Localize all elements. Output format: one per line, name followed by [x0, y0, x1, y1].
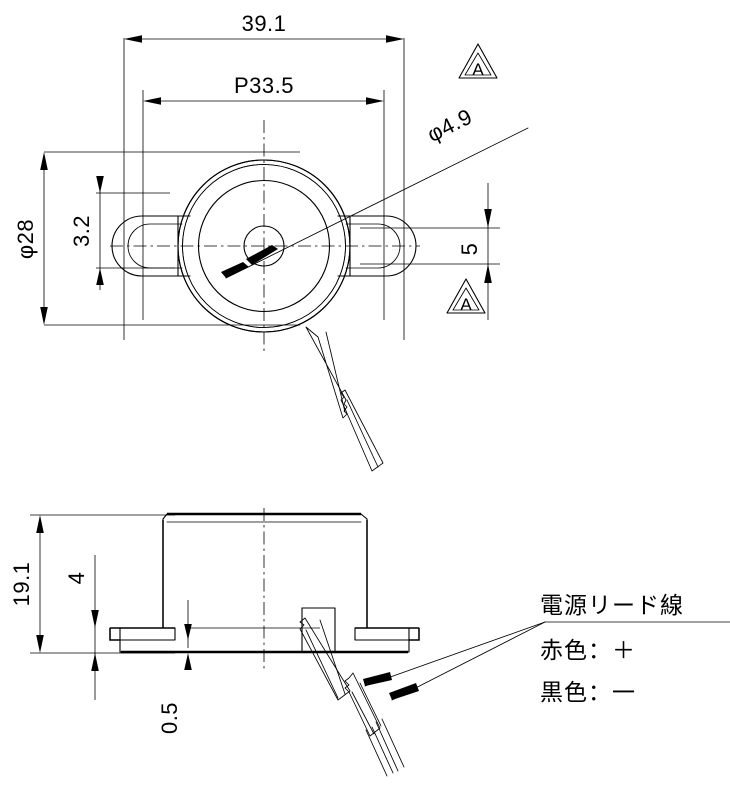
note-tolerance-mark-top: A: [458, 43, 498, 79]
buzzer-body-outline-overlay: [177, 159, 351, 333]
buzzer-body-side: [109, 512, 420, 654]
lead-wires-side-view: [299, 617, 351, 701]
dimension-slot-width: 3.2: [69, 176, 104, 285]
note-tolerance-mark-top-label: A: [472, 60, 484, 79]
dimension-mounting-pitch: P33.5: [143, 73, 384, 105]
dimension-flange-height: 4: [64, 572, 99, 671]
dimension-tab-width: 5: [457, 209, 492, 283]
dimension-overall-height-label: 19.1: [9, 562, 34, 607]
side-view: 19.1 4 0.5: [9, 508, 730, 777]
lead-wires-top-view: [305, 326, 384, 472]
top-view: 39.1 P33.5 φ28 3.2 5: [13, 11, 529, 472]
dimension-overall-width: 39.1: [124, 11, 404, 43]
dimension-flange-thickness: 0.5: [157, 624, 192, 734]
lead-wire-callout: 電源リード線 赤色：＋ 黒色：一: [363, 593, 730, 706]
lead-wire-callout-line-black: 黒色：一: [540, 680, 636, 706]
dimension-slot-width-label: 3.2: [69, 215, 94, 247]
dimension-body-diameter-label: φ28: [13, 219, 38, 259]
dimension-overall-width-label: 39.1: [242, 11, 287, 36]
dimension-tab-width-label: 5: [457, 243, 482, 256]
dimension-flange-thickness-label: 0.5: [157, 702, 182, 734]
lead-wires-detached: [344, 672, 405, 777]
lead-wire-callout-heading: 電源リード線: [540, 593, 684, 619]
top-view-extension-lines: [44, 38, 500, 340]
dimension-flange-height-label: 4: [64, 572, 89, 585]
dimension-overall-height: 19.1: [9, 515, 44, 653]
top-view-centerlines: [110, 120, 420, 355]
note-tolerance-mark-bottom: A: [446, 278, 486, 314]
dimension-body-diameter: φ28: [13, 152, 48, 325]
dimension-mounting-pitch-label: P33.5: [234, 73, 294, 98]
lead-wire-callout-line-red: 赤色：＋: [540, 638, 636, 664]
note-tolerance-mark-bottom-label: A: [460, 295, 472, 314]
